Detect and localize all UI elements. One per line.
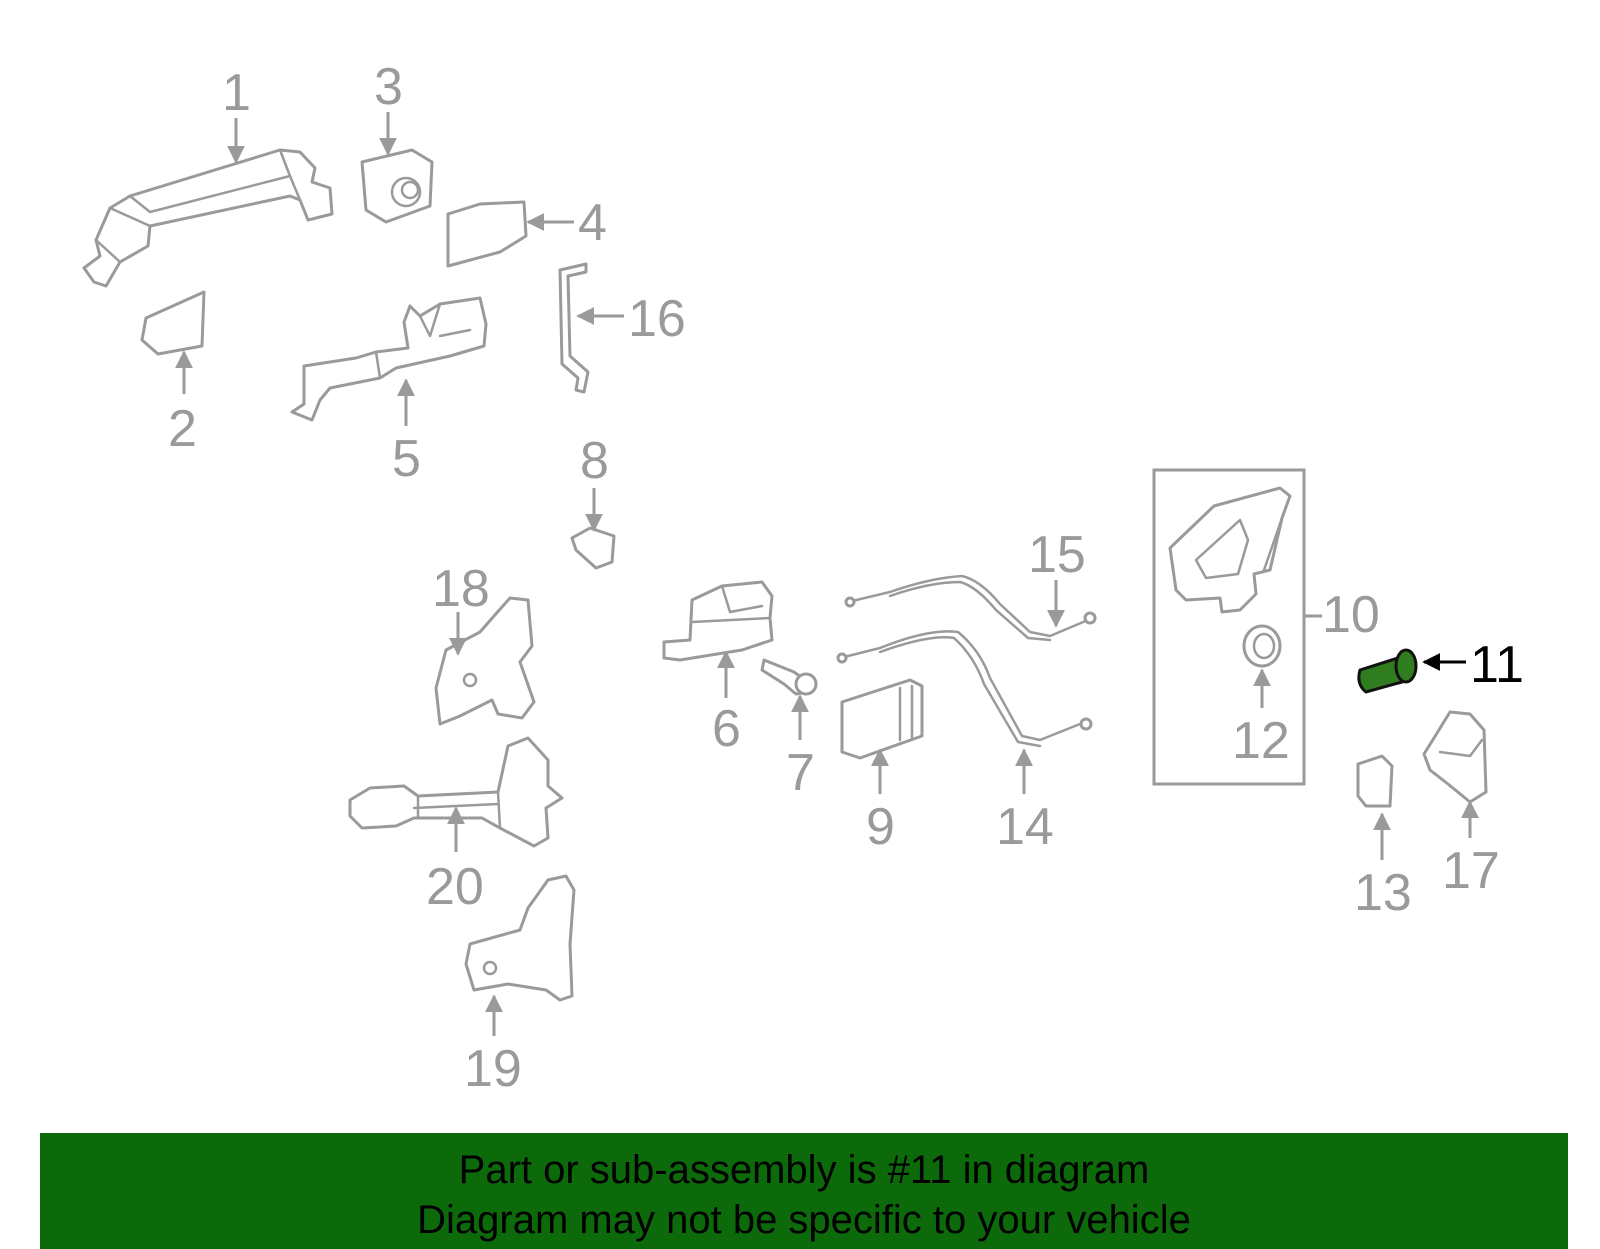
part-2-pad[interactable] — [140, 290, 206, 356]
callout-9: 9 — [866, 798, 895, 856]
leader-arrows — [175, 112, 1479, 1036]
part-17-striker[interactable] — [1422, 710, 1488, 804]
banner-line-1: Part or sub-assembly is #11 in diagram — [458, 1148, 1150, 1192]
part-13-clip[interactable] — [1356, 754, 1394, 808]
part-18-striker[interactable] — [434, 596, 536, 726]
callout-12: 12 — [1232, 712, 1290, 770]
callout-7: 7 — [786, 744, 815, 802]
part-4-cover[interactable] — [446, 200, 528, 268]
callout-labels: 1 2 3 4 5 16 8 18 20 19 6 7 9 14 15 10 1… — [168, 58, 1524, 1098]
callout-6: 6 — [712, 700, 741, 758]
callout-11: 11 — [1470, 636, 1524, 694]
callout-14: 14 — [996, 798, 1054, 856]
callout-19: 19 — [464, 1040, 522, 1098]
part-16-rod[interactable] — [558, 262, 590, 394]
part-1-outside-handle[interactable] — [82, 148, 334, 288]
callout-4: 4 — [578, 194, 607, 252]
callout-8: 8 — [580, 432, 609, 490]
part-9-module[interactable] — [840, 678, 924, 760]
part-3-key-cylinder[interactable] — [360, 148, 434, 224]
part-8-clip[interactable] — [570, 526, 616, 570]
part-15-cable[interactable] — [844, 574, 1097, 642]
part-12-grommet[interactable] — [1242, 624, 1282, 668]
part-10-lock[interactable] — [1168, 486, 1292, 614]
callout-20: 20 — [426, 858, 484, 916]
assembly-box-10 — [1152, 468, 1306, 786]
callout-2: 2 — [168, 400, 197, 458]
callout-10: 10 — [1322, 586, 1380, 644]
part-6-inside-handle[interactable] — [662, 580, 774, 662]
part-19-hinge[interactable] — [464, 874, 576, 1002]
part-5-handle-frame[interactable] — [290, 296, 488, 422]
callout-15: 15 — [1028, 526, 1086, 584]
callout-18: 18 — [432, 560, 490, 618]
banner-line-2: Diagram may not be specific to your vehi… — [417, 1198, 1191, 1242]
part-20-door-check[interactable] — [348, 736, 564, 848]
part-7-screw[interactable] — [760, 658, 818, 696]
part-14-cable[interactable] — [836, 630, 1093, 748]
callout-17: 17 — [1442, 842, 1500, 900]
callout-16: 16 — [628, 290, 686, 348]
part-11-bolt[interactable] — [1357, 648, 1418, 694]
info-banner: Part or sub-assembly is #11 in diagram D… — [40, 1133, 1568, 1249]
callout-3: 3 — [374, 58, 403, 116]
callout-1: 1 — [222, 64, 251, 122]
callout-13: 13 — [1354, 864, 1412, 922]
callout-5: 5 — [392, 430, 421, 488]
